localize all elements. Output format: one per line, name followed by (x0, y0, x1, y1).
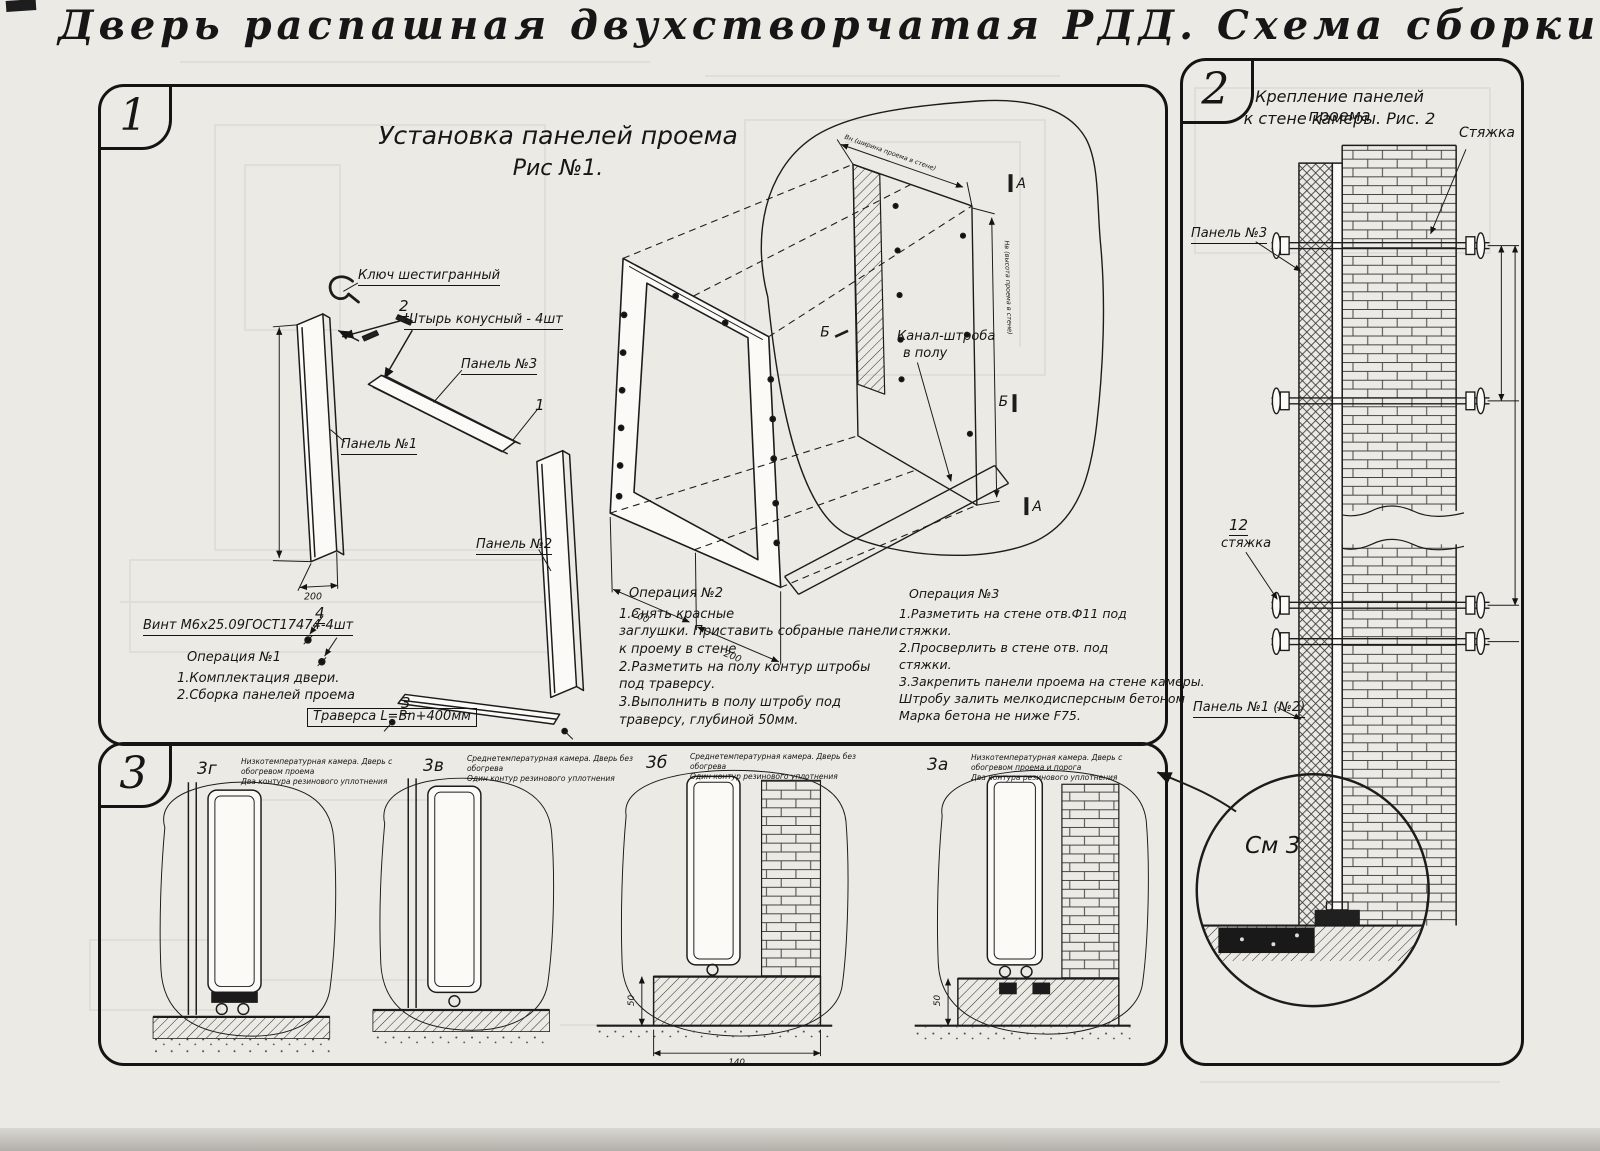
detail-desc-3g: Низкотемпературная камера. Дверь с обогр… (241, 757, 413, 786)
pos-number-1: 1 (535, 396, 545, 414)
label-panel-3-fig2: Панель №3 (1191, 226, 1268, 244)
detail-desc-3g-1: Низкотемпературная камера. Дверь с обогр… (241, 757, 393, 776)
figure-2-caption: Крепление панелей проема (1255, 87, 1424, 125)
detail-id-3b: 3б (646, 753, 668, 773)
label-floor-channel-1: Канал-штроба (897, 329, 996, 344)
label-tie-top: Стяжка (1459, 125, 1515, 141)
detail-id-3a: 3а (927, 755, 949, 775)
figure-3-drawing: 50 140 50 (152, 769, 1149, 1068)
figure-1-caption-fig: Рис №1. (512, 156, 604, 181)
wall-section (1298, 144, 1465, 927)
figure-1-panel: 1 Установка панелей проема Рис №1. (97, 83, 1205, 746)
label-hex-key: Ключ шестигранный (358, 268, 501, 286)
label-panel-2: Панель №2 (476, 537, 553, 555)
operation-3-line: стяжки. (899, 623, 952, 638)
operation-2-line: к проему в стене (619, 642, 737, 658)
section-mark-a-top: А (1015, 176, 1025, 192)
label-screw: Винт М6х25.09ГОСТ17474-4шт (143, 618, 354, 636)
operation-3-line: Штробу залить мелкодисперсным бетоном (899, 691, 1185, 706)
operation-2-title: Операция №2 (629, 586, 723, 601)
exploded-view (272, 275, 585, 740)
operation-2-block: Операция №2 1.Снять красные заглушки. Пр… (619, 585, 898, 729)
operation-3-line: стяжки. (899, 657, 952, 672)
operation-3-line: Марка бетона не ниже F75. (899, 708, 1081, 723)
operation-2-line: 1.Снять красные (619, 606, 735, 622)
figure-3-panel: 3 (97, 741, 1168, 1068)
figure-2-drawing (1156, 144, 1520, 1008)
assembled-frame (609, 257, 782, 665)
operation-2-line: под траверсу. (619, 677, 716, 693)
label-tie: стяжка (1221, 536, 1272, 551)
label-see-detail-3: См 3 (1245, 833, 1301, 859)
operation-2-line: заглушки. Приставить собраные панели (619, 624, 898, 640)
detail-3g (152, 781, 337, 1055)
operation-1-line: 1.Комплектация двери. (177, 670, 340, 686)
figure-2-panel: 2 Крепление панелей проема к стене камер… (1156, 57, 1524, 1066)
detail-desc-3b-1: Среднетемпературная камера. Дверь без об… (690, 752, 857, 771)
detail-desc-3a-2: Два контура резинового уплотнения (971, 772, 1118, 782)
operation-3-line: 3.Закрепить панели проема на стене камер… (899, 674, 1205, 689)
operation-2-line: траверсу, глубиной 50мм. (619, 712, 799, 728)
label-panel-1-2: Панель №1 (№2) (1193, 700, 1306, 718)
detail-desc-3b-2: Один контур резинового уплотнения (690, 771, 838, 781)
sheet-title: Дверь распашная двухстворчатая РДД. Схем… (58, 2, 1600, 49)
detail-3b: 50 140 (596, 769, 849, 1068)
detail-desc-3a-1: Низкотемпературная камера. Дверь с обогр… (971, 753, 1123, 772)
section-mark-b-right: Б (999, 394, 1009, 410)
pos-number-2: 2 (399, 297, 409, 318)
operation-3-block: Операция №3 1.Разметить на стене отв.Ф11… (899, 585, 1205, 724)
detail-desc-3v-1: Среднетемпературная камера. Дверь без об… (467, 754, 634, 773)
figure-1-drawing: 200 200 200 Вн (ширина проема в стене) Н… (272, 99, 1105, 740)
figure-3-number: 3 (97, 741, 172, 808)
operation-1-line: 2.Сборка панелей проема (177, 688, 355, 704)
pos-number-3: 3 (401, 694, 411, 715)
operation-2-line: 2.Разметить на полу контур штробы (619, 659, 871, 675)
figure-2-caption-fig: к стене камеры. Рис. 2 (1243, 109, 1436, 128)
label-floor-channel-2: в полу (903, 346, 948, 361)
detail-circle (1195, 773, 1430, 1008)
dim-200-a: 200 (304, 591, 322, 602)
operation-3-line: 1.Разметить на стене отв.Ф11 под (899, 606, 1127, 621)
figure-2-leaders (1245, 149, 1467, 720)
label-traverse: Траверса L=Bn+400мм (307, 708, 477, 727)
operation-2-line: 3.Выполнить в полу штробу под (619, 695, 842, 711)
see-detail-arrow (1156, 771, 1237, 813)
detail-3a: 50 (914, 769, 1149, 1042)
detail-id-3v: 3в (423, 756, 444, 776)
detail-desc-3v-2: Один контур резинового уплотнения (467, 773, 615, 783)
section-mark-b-left: Б (820, 325, 830, 341)
detail-id-3g: 3г (197, 759, 217, 779)
figure-2-dimensions (1487, 245, 1520, 643)
figure-1-number: 1 (97, 83, 172, 150)
scan-mark (5, 0, 37, 13)
detail-desc-3v: Среднетемпературная камера. Дверь без об… (467, 754, 639, 783)
dim-50-3a: 50 (933, 994, 943, 1006)
figure-2-number: 2 (1179, 57, 1254, 124)
detail-desc-3g-2: Два контура резинового уплотнения (241, 776, 388, 786)
wall-opening (760, 99, 1105, 595)
detail-3v (372, 777, 555, 1048)
operation-3-title: Операция №3 (909, 586, 1000, 601)
dim-opening-height: Нв (высота проема в стене) (1003, 240, 1014, 334)
operation-3-line: 2.Просверлить в стене отв. под (899, 640, 1109, 655)
operation-1-title: Операция №1 (187, 650, 281, 665)
operation-1-block: Операция №1 1.Комплектация двери. 2.Сбор… (177, 649, 355, 705)
detail-desc-3b: Среднетемпературная камера. Дверь без об… (690, 752, 862, 781)
pos-number-12: 12 (1229, 516, 1249, 537)
figure-1-caption: Установка панелей проема (378, 121, 738, 150)
scan-edge-band (0, 1128, 1600, 1151)
label-panel-1: Панель №1 (341, 437, 418, 455)
dim-50-3b: 50 (627, 994, 637, 1006)
section-mark-a-bottom: А (1031, 499, 1041, 515)
dim-140-3b: 140 (728, 1058, 745, 1068)
label-cone-pin: Штырь конусный - 4шт (404, 312, 563, 330)
threshold-detail (1196, 901, 1429, 961)
label-panel-3: Панель №3 (461, 357, 538, 375)
pos-number-4: 4 (315, 604, 325, 625)
detail-desc-3a: Низкотемпературная камера. Дверь с обогр… (971, 753, 1143, 782)
